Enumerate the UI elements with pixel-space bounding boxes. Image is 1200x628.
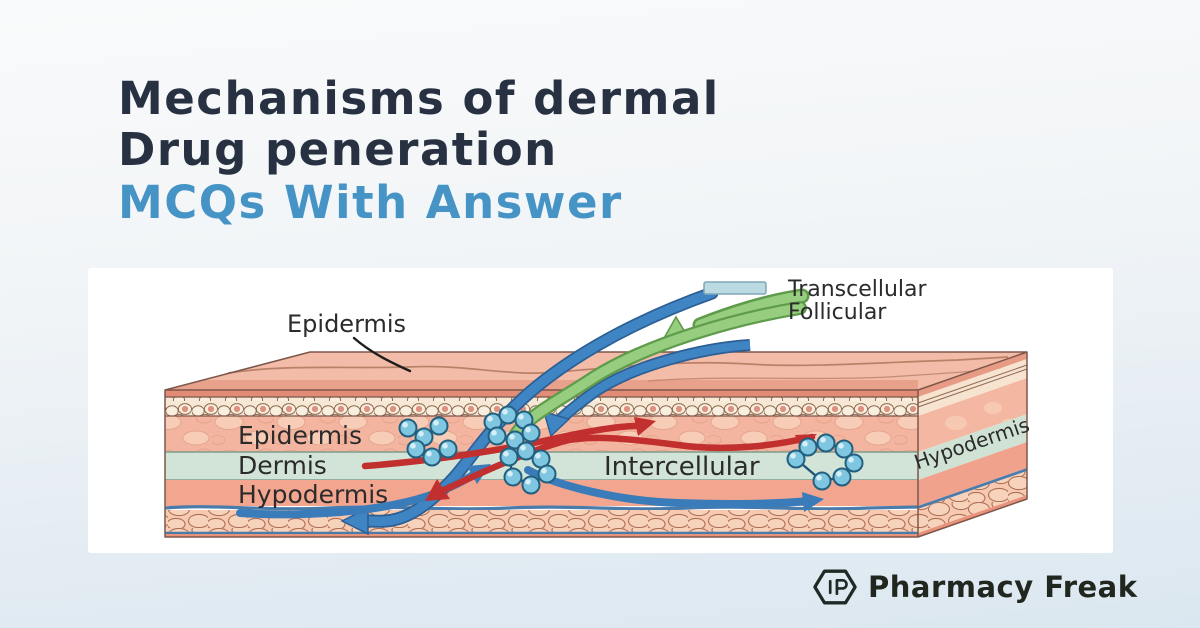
legend-transcellular: Transcellular [787,277,928,302]
label-dermis: Dermis [238,451,327,480]
skin-side-face [917,352,1028,537]
skin-block [164,351,1028,538]
title-block: Mechanisms of dermal Drug peneration MCQ… [118,72,720,229]
drug-molecule-clusters [398,405,864,495]
title-line-1: Mechanisms of dermal [118,72,720,125]
diagram-panel: Epidermis Dermis Hypodermis Intercellula… [88,268,1113,553]
label-hypodermis: Hypodermis [238,480,388,509]
title-line-2: Drug peneration [118,122,558,176]
label-intercellular: Intercellular [604,452,760,482]
legend-swatch [703,281,767,295]
skin-diagram: Epidermis Dermis Hypodermis Intercellula… [164,277,1032,538]
epidermis-pointer: Epidermis [287,310,412,373]
legend: Transcellular Follicular [703,277,928,325]
pointer-label: Epidermis [287,310,406,338]
label-epidermis: Epidermis [238,421,362,450]
skin-front-face [164,390,919,537]
pharmacy-freak-logo-icon [813,569,857,605]
follicular-route-arrows [509,288,810,441]
brand-name: Pharmacy Freak [868,570,1138,604]
brand: Pharmacy Freak [812,567,1138,607]
transcellular-route-arrows [236,286,824,536]
legend-follicular: Follicular [788,300,887,325]
subtitle: MCQs With Answer [118,175,623,229]
